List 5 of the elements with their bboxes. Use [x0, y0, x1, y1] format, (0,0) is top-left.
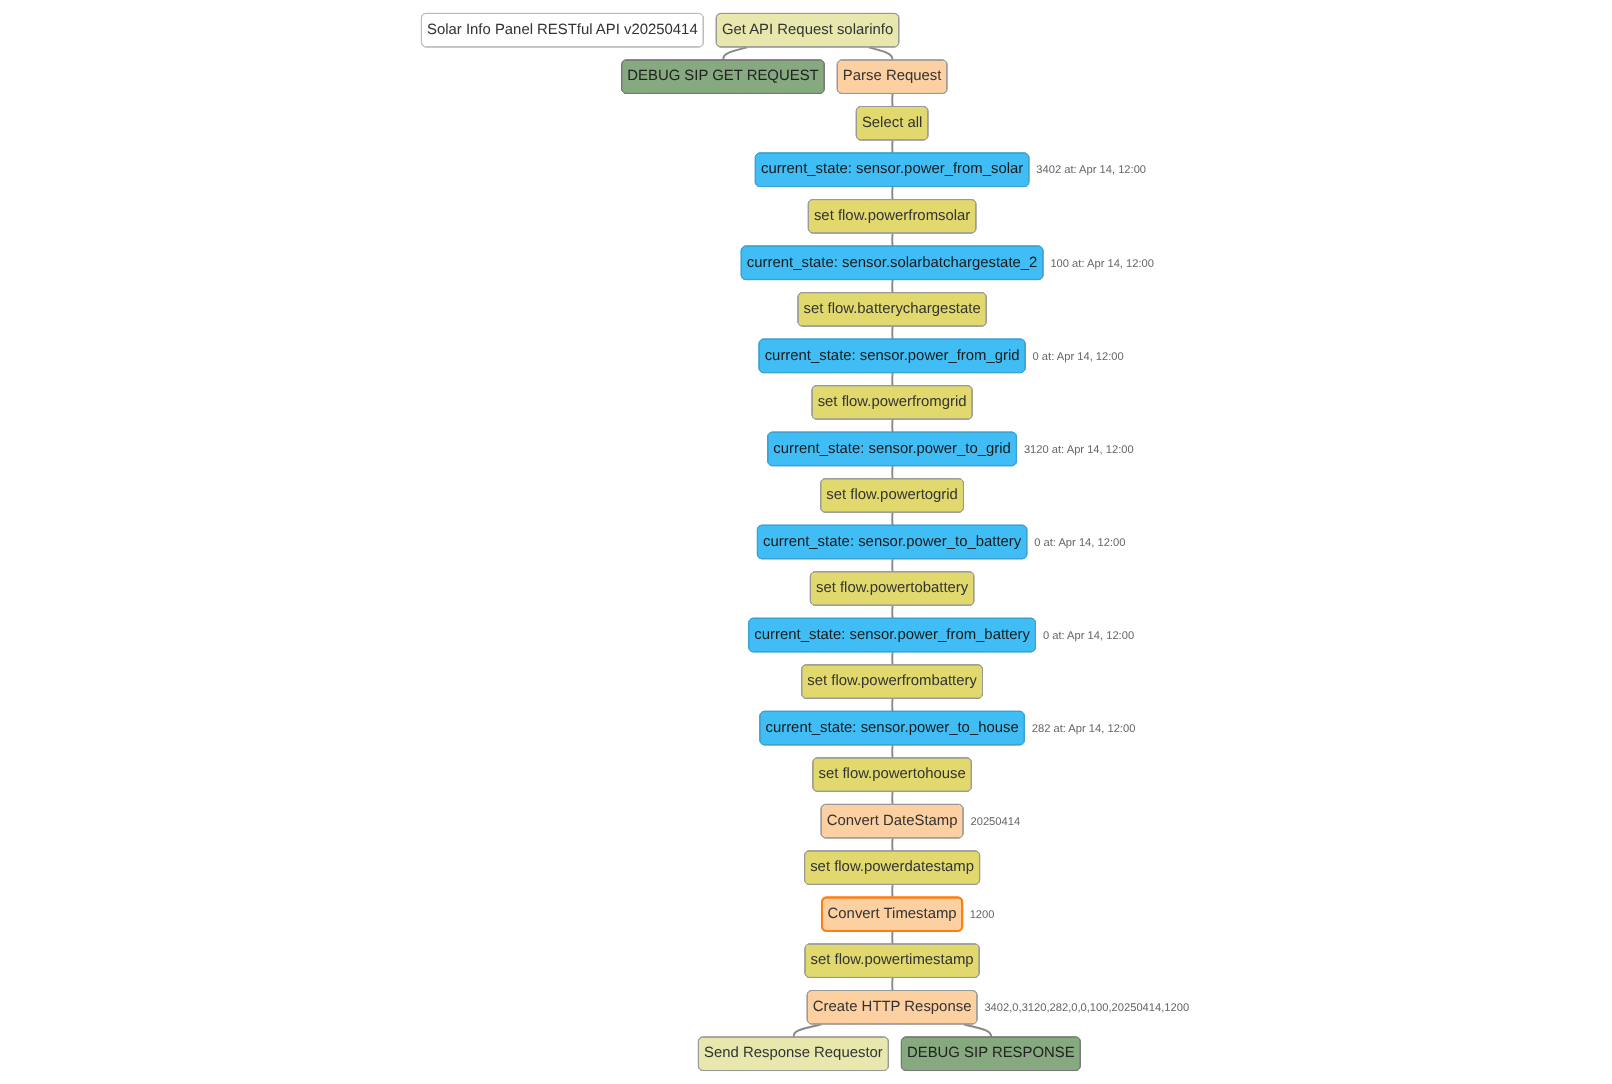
connector: [792, 1023, 823, 1039]
connector: [891, 418, 894, 434]
connector: [867, 46, 894, 62]
connector: [962, 1023, 992, 1039]
connector: [722, 46, 748, 62]
